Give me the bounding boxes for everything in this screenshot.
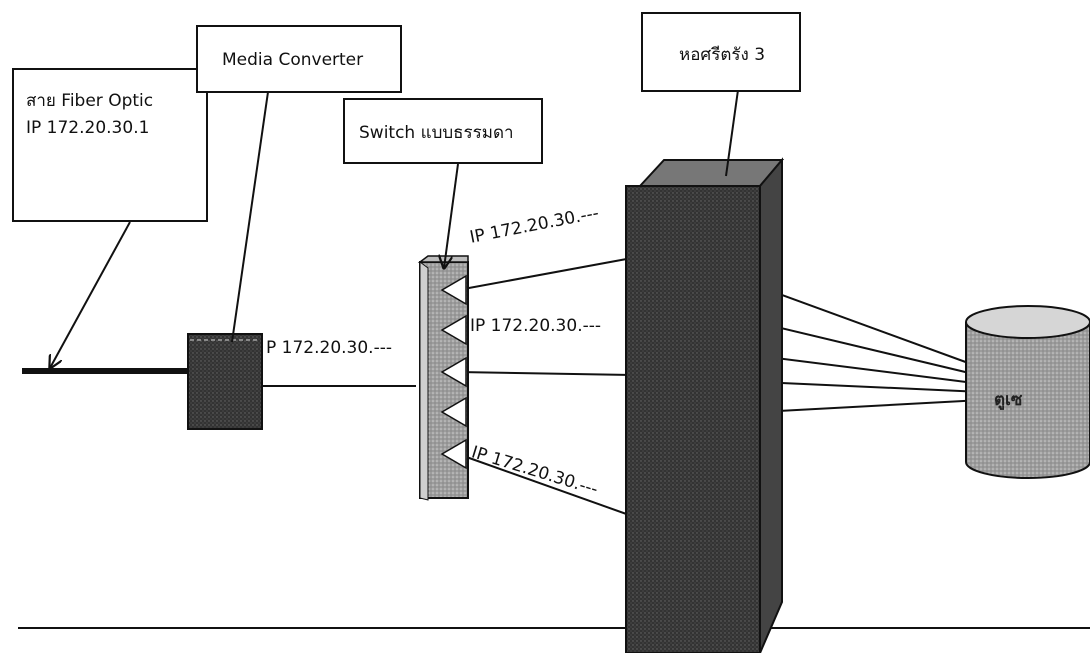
callout-fiber-line1: สาย Fiber Optic (26, 91, 154, 111)
cabinet-label: ตูเซ (994, 390, 1023, 410)
switch-device (417, 255, 469, 501)
cabinet-cylinder (965, 305, 1090, 479)
pointer-switch (444, 163, 459, 268)
ip-label-middle: IP 172.20.30.--- (470, 316, 601, 336)
link-tower-cabinet-3 (759, 355, 983, 385)
callout-fiber-optic: สาย Fiber Optic IP 172.20.30.1 (12, 68, 208, 222)
callout-fiber-line2: IP 172.20.30.1 (26, 118, 150, 139)
link-switch-tower-middle (457, 371, 633, 376)
link-tower-cabinet-4 (759, 381, 983, 393)
link-tower-cabinet-1 (759, 286, 983, 369)
link-tower-cabinet-2 (759, 322, 983, 377)
pointer-fiber (50, 221, 131, 368)
media-converter-device (187, 333, 263, 430)
callout-media-converter: Media Converter (196, 25, 402, 93)
pointer-media-converter (231, 91, 269, 343)
pointer-tower (725, 89, 739, 177)
ip-label-converter: P 172.20.30.--- (266, 338, 392, 358)
link-switch-tower-upper (457, 257, 633, 291)
callout-tower: หอศรีตรัง 3 (641, 12, 801, 92)
callout-switch: Switch แบบธรรมดา (343, 98, 543, 164)
link-switch-tower-lower (457, 453, 633, 517)
link-tower-cabinet-5 (759, 399, 983, 413)
tower-building (625, 157, 785, 653)
